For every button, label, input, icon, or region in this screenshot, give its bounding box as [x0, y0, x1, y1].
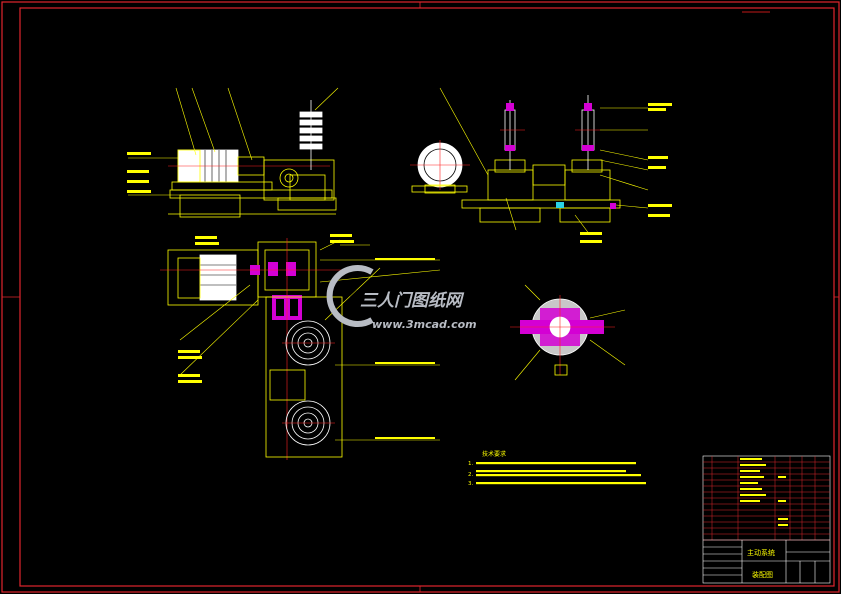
side-housing-right — [564, 169, 611, 201]
title-block-title: 主动系统 — [747, 548, 775, 557]
front-base — [171, 181, 273, 191]
title-block-subtitle: 装配图 — [752, 570, 773, 579]
title-block — [702, 455, 831, 584]
watermark-url: www.3mcad.com — [372, 318, 477, 331]
top-view — [160, 234, 441, 460]
technical-notes: 技术要求 1. 2. 3. — [468, 450, 646, 487]
section-leaders — [514, 284, 626, 381]
front-leaders — [128, 87, 339, 196]
parts-list — [703, 456, 830, 541]
tech-note-3-number: 3. — [468, 481, 473, 487]
tech-note-2-line — [476, 474, 641, 477]
tech-note-2-number: 2. — [468, 472, 473, 478]
side-view — [410, 87, 672, 243]
section-a-a — [510, 284, 626, 381]
top-motor — [199, 254, 237, 301]
tech-notes-heading: 技术要求 — [482, 450, 506, 458]
side-leaders — [439, 87, 649, 236]
tech-note-3-line — [476, 482, 646, 485]
watermark-brand: 三人门图纸网 — [360, 291, 465, 311]
side-housing-left — [487, 169, 534, 201]
front-view — [127, 87, 339, 218]
tech-note-1-line — [476, 462, 636, 465]
watermark-gear-icon — [326, 265, 374, 327]
tech-note-1-number: 1. — [468, 461, 473, 467]
watermark: 三人门图纸网 www.3mcad.com — [326, 265, 510, 331]
